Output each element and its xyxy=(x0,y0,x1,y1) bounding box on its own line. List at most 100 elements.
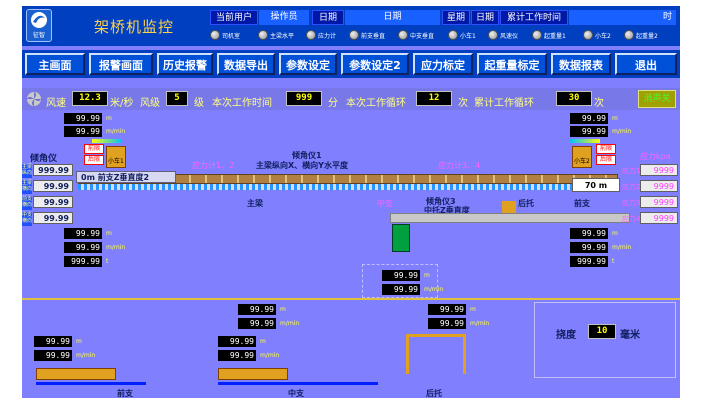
bottom-mid-speed1: 99.99 xyxy=(238,318,276,329)
bottom-mid-speed2: 99.99 xyxy=(218,350,256,361)
incl-row1-label: 主梁横向 xyxy=(22,180,33,194)
nav-report-button[interactable]: 数据报表 xyxy=(551,53,611,75)
indicator-lamp-icon xyxy=(258,30,268,40)
rear-support-label: 后托 xyxy=(518,199,534,208)
indicator-9: 起重量2 xyxy=(624,28,658,42)
section-divider xyxy=(22,298,680,300)
center-speed-unit: m/min xyxy=(424,286,444,293)
inclinometer1-sub: 主梁纵向X、横向Y水平度 xyxy=(256,161,348,170)
left-trolley-speed: 99.99 xyxy=(64,126,102,137)
indicator-2: 应力计 xyxy=(306,28,336,42)
mid-support-label: 中支 xyxy=(377,199,393,208)
left-front-limit: 前限 xyxy=(84,144,104,154)
incl-row2-label: 前支横向 xyxy=(22,196,33,210)
worktime-label: 本次工作时间 xyxy=(212,98,272,109)
stress-title: 应力kpa xyxy=(640,152,671,161)
week-value: 日期 xyxy=(471,10,499,25)
right-trolley-speed-unit: m/min xyxy=(612,128,632,135)
front-right-label: 前支 xyxy=(574,199,590,208)
bottom-rear-speed-unit: m/min xyxy=(470,320,490,327)
stress-row3-label: 应力4 xyxy=(622,215,641,223)
rear-frame-icon xyxy=(406,334,466,374)
incl-row3-label: 中支横向 xyxy=(22,212,33,226)
rear-support-icon xyxy=(502,201,516,213)
indicator-label: 小车2 xyxy=(595,32,611,40)
stress-row1-value: 9999 xyxy=(640,180,678,192)
cycle-label: 本次工作循环 xyxy=(346,98,406,109)
right-trolley-arrow-icon xyxy=(570,139,600,143)
front-vertical-text: 前支Z垂直度2 xyxy=(97,173,150,182)
mute-button[interactable]: 消声关 xyxy=(638,90,676,108)
indicator-label: 起重量1 xyxy=(544,32,566,40)
nav-history-alarm-button[interactable]: 历史报警 xyxy=(157,53,213,75)
inclinometer3-label: 倾角仪3 xyxy=(426,197,456,206)
total-cycle-value: 30 xyxy=(556,91,592,106)
incl-row2-value: 99.99 xyxy=(33,196,73,208)
indicator-lamp-icon xyxy=(583,30,593,40)
nav-main-button[interactable]: 主画面 xyxy=(25,53,85,75)
indicator-label: 风速仪 xyxy=(500,32,519,40)
bottom-mid-pos1: 99.99 xyxy=(238,304,276,315)
bottom-mid-speed1-unit: m/min xyxy=(280,320,300,327)
bottom-front-label: 前支 xyxy=(117,389,133,398)
indicator-4: 中支垂直 xyxy=(398,28,434,42)
cycle-unit: 次 xyxy=(458,98,468,109)
cycle-value: 12 xyxy=(416,91,452,106)
left-hoist-speed-unit: m/min xyxy=(106,244,126,251)
indicator-lamp-icon xyxy=(448,30,458,40)
stress-row3-value: 9999 xyxy=(640,212,678,224)
indicator-3: 前支垂直 xyxy=(349,28,385,42)
indicator-lamp-icon xyxy=(349,30,359,40)
nav-exit-button[interactable]: 退出 xyxy=(615,53,677,75)
bottom-front-speed-unit: m/min xyxy=(76,352,96,359)
date-label: 日期 xyxy=(312,10,344,25)
center-speed: 99.99 xyxy=(382,284,420,295)
inclinometer-title: 倾角仪 xyxy=(30,154,58,164)
total-cycle-label: 累计工作循环 xyxy=(474,98,534,109)
indicator-8: 小车2 xyxy=(583,28,611,42)
deflection-unit: 毫米 xyxy=(620,330,640,341)
level-unit: 级 xyxy=(194,98,204,109)
left-trolley-speed-unit: m/min xyxy=(106,128,126,135)
left-hoist-speed: 99.99 xyxy=(64,242,102,253)
worktime-unit: 分 xyxy=(328,98,338,109)
bottom-mid-pos2: 99.99 xyxy=(218,336,256,347)
inclinometer3-sub: 中托Z垂直度 xyxy=(424,206,470,215)
indicator-label: 小车1 xyxy=(460,32,476,40)
center-pos: 99.99 xyxy=(382,270,420,281)
level-value: 5 xyxy=(166,91,188,106)
bottom-rear-pos-unit: m xyxy=(470,306,476,313)
nav-load-cal-button[interactable]: 起重量标定 xyxy=(477,53,547,75)
stress-row0-value: 9999 xyxy=(640,164,678,176)
front-rail xyxy=(36,382,146,385)
indicator-label: 前支垂直 xyxy=(361,32,386,40)
right-hoist-speed-unit: m/min xyxy=(612,244,632,251)
indicator-lamp-icon xyxy=(532,30,542,40)
indicator-5: 小车1 xyxy=(448,28,476,42)
right-pos-box: 70 m xyxy=(572,178,620,192)
nav-stress-cal-button[interactable]: 应力标定 xyxy=(413,53,473,75)
bottom-front-pos-unit: m xyxy=(76,338,82,345)
bottom-rear-pos: 99.99 xyxy=(428,304,466,315)
deflection-label: 挠度 xyxy=(556,330,576,341)
nav-export-button[interactable]: 数据导出 xyxy=(217,53,275,75)
stress12-label: 应力计1、2 xyxy=(192,161,235,170)
nav-alarm-button[interactable]: 报警画面 xyxy=(89,53,153,75)
indicator-lamp-icon xyxy=(398,30,408,40)
level-label: 风级 xyxy=(140,98,160,109)
indicator-6: 风速仪 xyxy=(488,28,518,42)
nav-params2-button[interactable]: 参数设定2 xyxy=(341,53,409,75)
nav-params-button[interactable]: 参数设定 xyxy=(279,53,337,75)
bottom-mid-speed2-unit: m/min xyxy=(260,352,280,359)
indicator-lamp-icon xyxy=(624,30,634,40)
bottom-mid-pos1-unit: m xyxy=(280,306,286,313)
indicator-lamp-icon xyxy=(306,30,316,40)
inclinometer1-label: 倾角仪1 xyxy=(292,151,322,160)
current-user-value: 操作员 xyxy=(259,10,309,25)
stress-row1-label: 应力2 xyxy=(622,183,641,191)
worktime-label: 累计工作时间 xyxy=(500,10,568,25)
bottom-rear-speed: 99.99 xyxy=(428,318,466,329)
mid-rail xyxy=(218,382,378,385)
indicator-lamp-icon xyxy=(488,30,498,40)
nav-bar: 主画面 报警画面 历史报警 数据导出 参数设定 参数设定2 应力标定 起重量标定… xyxy=(22,50,680,78)
